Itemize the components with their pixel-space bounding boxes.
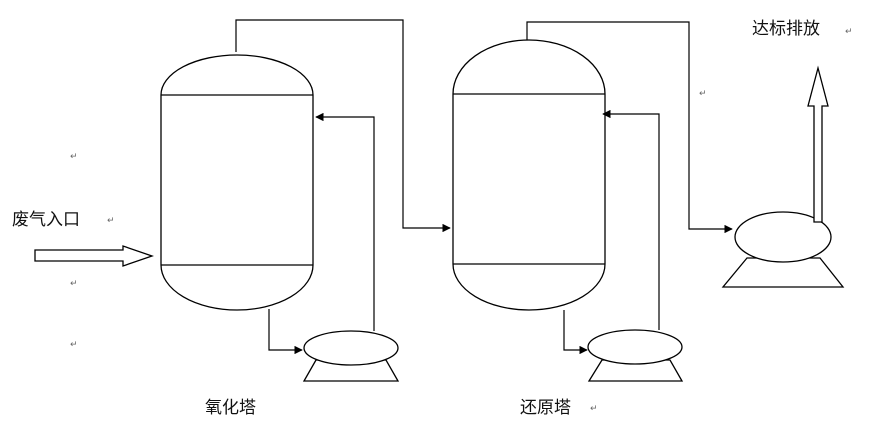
oxidation-tower [160,54,314,311]
paragraph-mark: ↵ [590,404,598,414]
reduction-tower [452,39,606,311]
oxidation-drain-pipe [268,309,303,355]
pump-body [587,329,683,365]
inlet-label: 废气入口 [12,210,80,230]
paragraph-mark: ↵ [107,216,115,226]
oxidation-tower-label: 氧化塔 [205,398,256,418]
discharge-arrow [807,65,829,223]
paragraph-mark: ↵ [845,27,853,37]
connecting-pipe-oxidation-to-reduction [235,19,451,233]
fan-body [734,211,832,263]
oxidation-recirculation-pipe [315,112,375,331]
paragraph-mark: ↵ [699,89,707,99]
reduction-recirculation-pipe [602,109,660,330]
inlet-arrow [34,245,154,267]
reduction-drain-pipe [563,310,588,355]
pump-body [303,330,399,366]
connecting-pipe-reduction-to-fan [526,21,733,234]
reduction-circulation-pump [587,329,684,382]
discharge-label: 达标排放 [752,19,820,39]
paragraph-mark: ↵ [70,340,78,350]
oxidation-circulation-pump [302,330,400,382]
reduction-tower-label: 还原塔 [520,398,571,418]
paragraph-mark: ↵ [70,152,78,162]
exhaust-fan [721,211,845,288]
paragraph-mark: ↵ [70,279,78,289]
